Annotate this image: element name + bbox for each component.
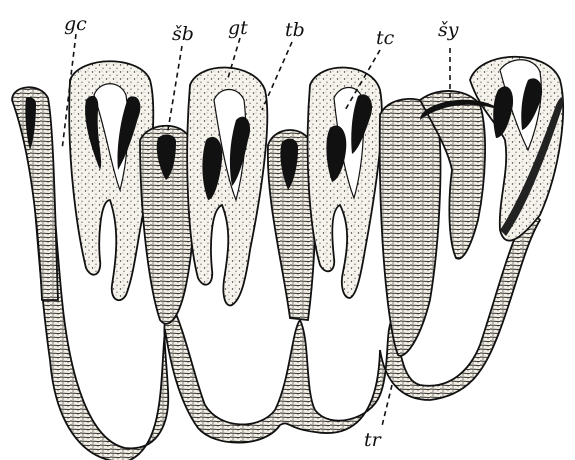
label-sb: šb: [172, 23, 194, 45]
label-sy: šy: [438, 19, 459, 41]
lamella-7: [380, 99, 441, 356]
leader-tb: [262, 42, 292, 110]
label-tr: tr: [364, 429, 383, 451]
label-gt: gt: [228, 17, 248, 39]
label-gc: gc: [64, 13, 87, 35]
label-tc: tc: [376, 27, 395, 49]
leader-tr: [382, 385, 392, 426]
leader-sb: [168, 46, 182, 130]
label-tb: tb: [285, 19, 305, 41]
